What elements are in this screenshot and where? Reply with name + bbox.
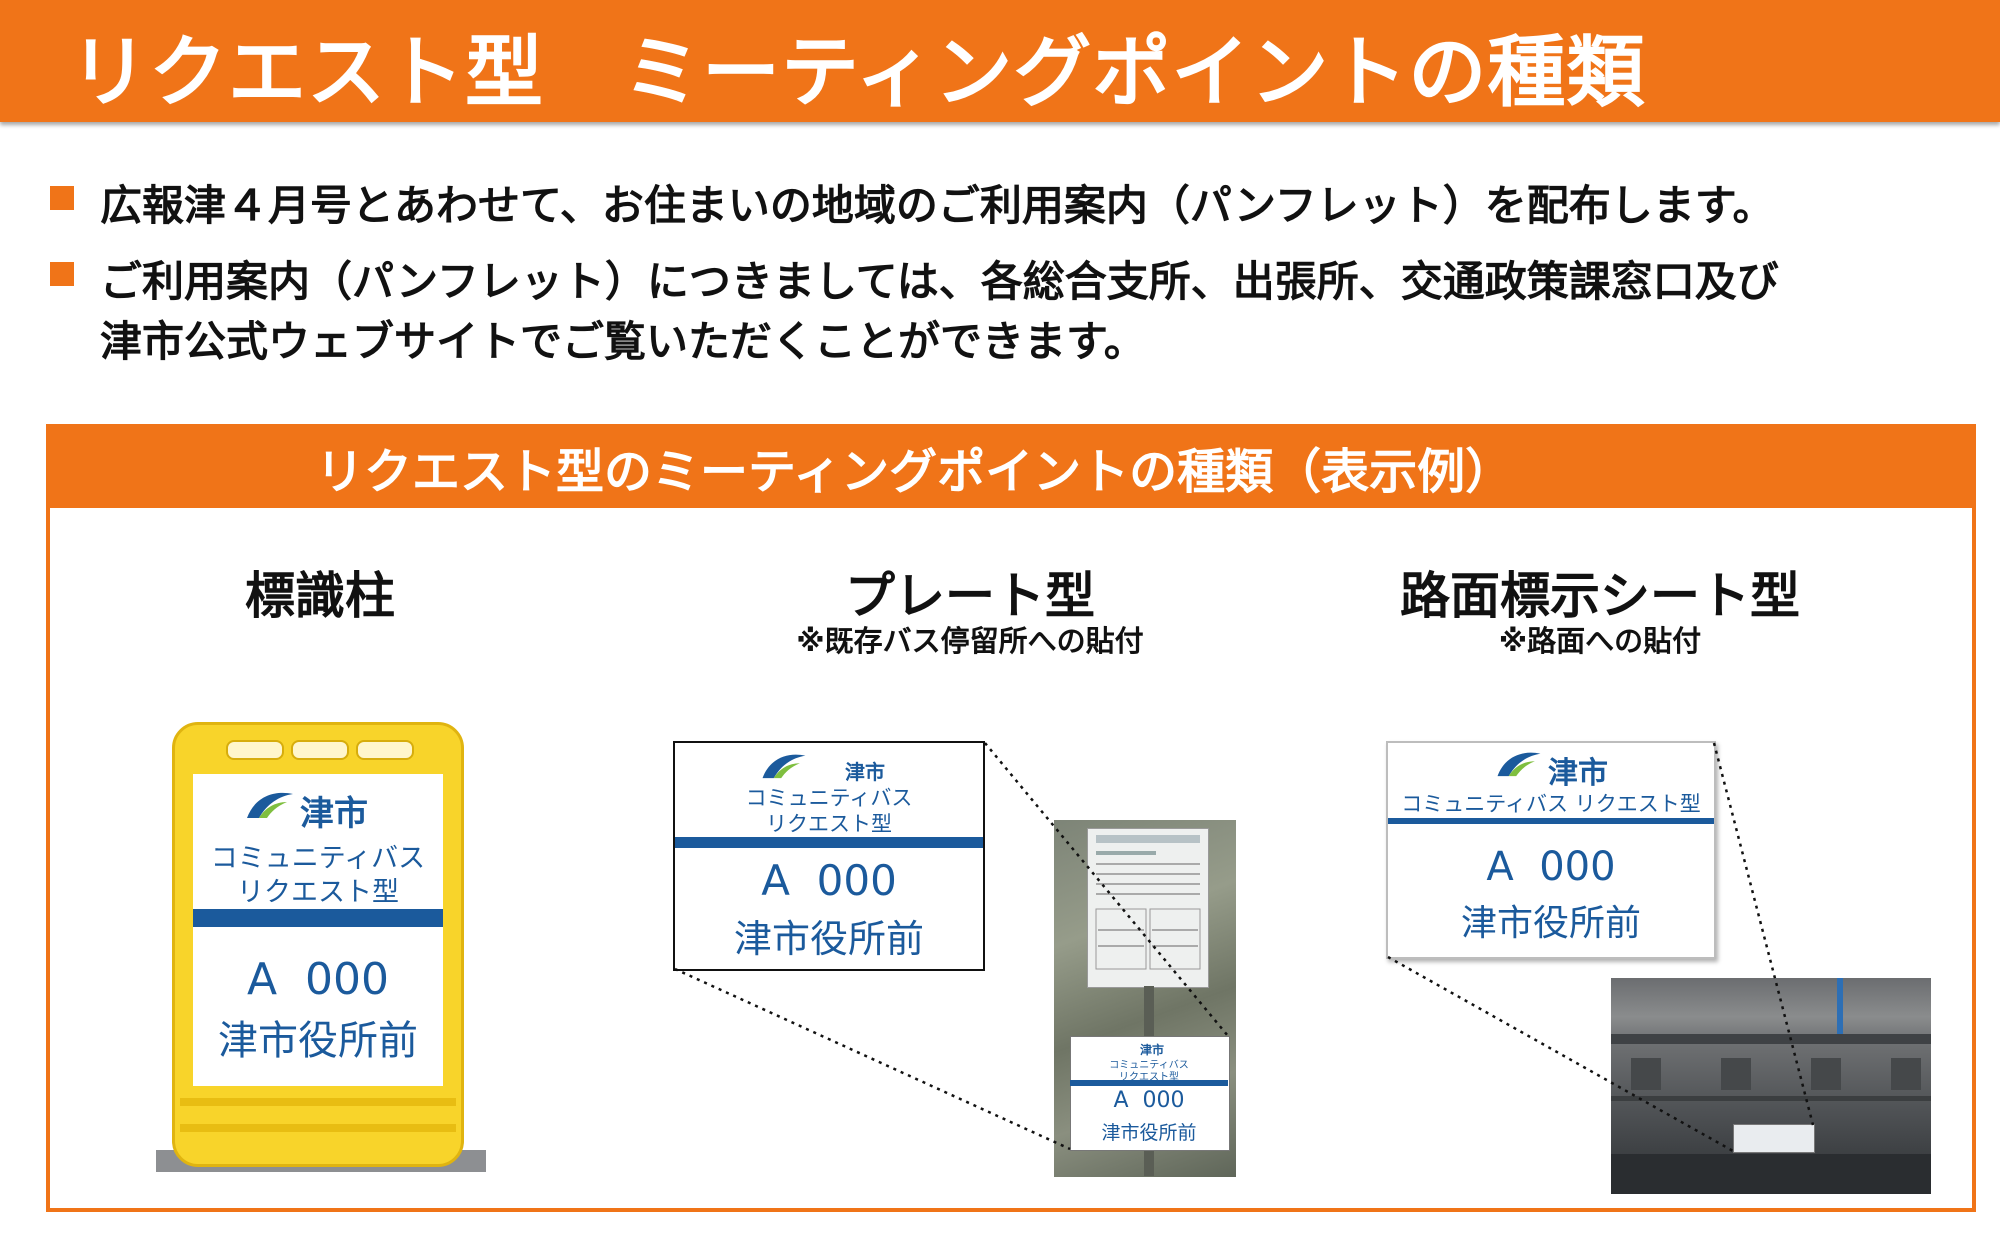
road-surface-photo <box>1611 978 1931 1194</box>
plate-stop-name: 津市役所前 <box>733 917 924 961</box>
photo-plate-brand: 津市 <box>1140 1043 1165 1057</box>
post-service-line-2: リクエスト型 <box>237 877 399 908</box>
panel-title: リクエスト型のミーティングポイントの種類（表示例） <box>316 444 1514 500</box>
post-ridge <box>180 1124 456 1132</box>
plate-blue-stripe <box>675 837 983 848</box>
plate-brand: 津市 <box>845 760 885 784</box>
post-stop-name: 津市役所前 <box>218 1018 418 1064</box>
post-service-line-1: コミュニティバス <box>210 843 426 874</box>
column-title-road-sheet: 路面標示シート型 <box>1400 567 1800 625</box>
post-handle-slot <box>226 740 284 760</box>
sheet-service-line: コミュニティバス リクエスト型 <box>1401 792 1701 816</box>
bullet-text-2-line-1: ご利用案内（パンフレット）につきましては、各総合支所、出張所、交通政策課窓口及び <box>100 257 1779 306</box>
post-brand: 津市 <box>300 794 368 834</box>
bullet-text-1: 広報津４月号とあわせて、お住まいの地域のご利用案内（パンフレット）を配布します。 <box>100 181 1775 230</box>
timetable-sheet-image <box>1087 828 1209 988</box>
column-note-road-sheet: ※路面への貼付 <box>1498 624 1702 658</box>
sheet-stop-name: 津市役所前 <box>1460 903 1641 944</box>
panel-header <box>46 424 1976 508</box>
photo-plate-stop-code: A 000 <box>1113 1088 1185 1113</box>
photo-plate-service-line-2: リクエスト型 <box>1119 1072 1179 1083</box>
bullet-marker-2 <box>50 262 74 286</box>
plate-sign <box>673 741 985 971</box>
title-banner <box>0 0 2000 122</box>
post-ridge <box>180 1098 456 1106</box>
plate-service-line-1: コミュニティバス <box>745 786 913 810</box>
photo-plate-service-line-1: コミュニティバス <box>1109 1060 1189 1071</box>
post-sign-face <box>193 774 443 1086</box>
sheet-stop-code: A 000 <box>1486 844 1616 890</box>
column-note-plate: ※既存バス停留所への貼付 <box>796 624 1144 658</box>
column-title-post: 標識柱 <box>245 567 395 625</box>
sheet-blue-stripe <box>1388 818 1714 824</box>
tsu-city-logo-icon <box>247 792 293 818</box>
bullet-marker-1 <box>50 186 74 210</box>
plate-stop-code: A 000 <box>761 856 897 905</box>
sheet-brand: 津市 <box>1548 756 1608 791</box>
post-blue-stripe <box>193 909 443 927</box>
post-handle-slot <box>356 740 414 760</box>
post-handle-slot <box>291 740 349 760</box>
photo-plate-stop-name: 津市役所前 <box>1101 1122 1197 1144</box>
post-stop-code: A 000 <box>246 954 390 1005</box>
attached-plate-photo <box>1070 1036 1230 1151</box>
tsu-city-logo-icon <box>762 754 806 779</box>
photo-plate-stripe <box>1070 1080 1228 1086</box>
plate-service-line-2: リクエスト型 <box>766 812 892 836</box>
road-sheet-in-photo <box>1733 1124 1815 1153</box>
bullet-text-2-line-2: 津市公式ウェブサイトでご覧いただくことができます。 <box>100 317 1146 366</box>
tsu-city-logo-icon <box>1497 752 1541 777</box>
column-title-plate: プレート型 <box>845 567 1095 625</box>
page-title: リクエスト型 ミーティングポイントの種類 <box>70 28 1646 118</box>
road-marking-sheet <box>1386 741 1716 959</box>
